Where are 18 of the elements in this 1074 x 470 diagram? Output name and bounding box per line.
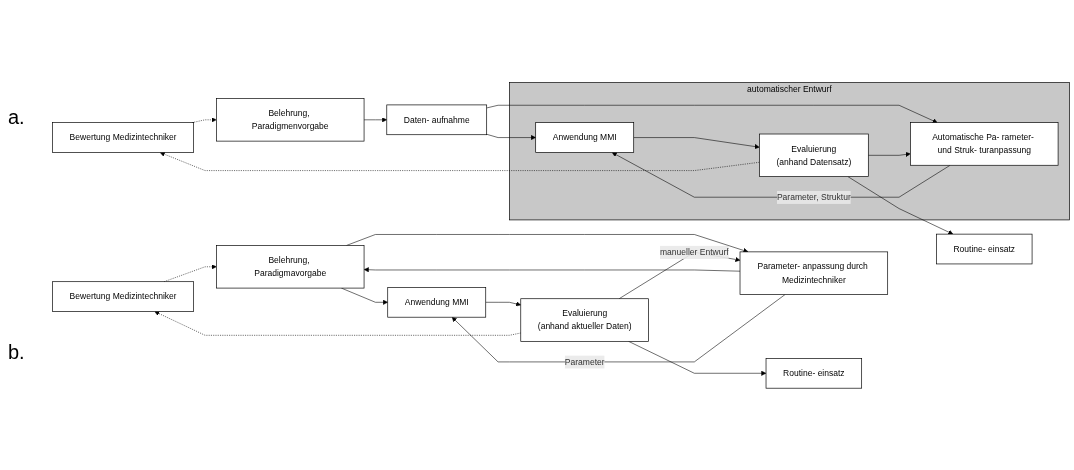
edge-label: Parameter, Struktur [776,191,851,202]
node-box: Belehrung, Paradigmavorgabe [216,244,365,289]
node-box: Automatische Pa- rameter- und Struk- turanpassung [910,121,1059,166]
node-box: Anwendung MMI [535,121,635,153]
panel-label: a. [8,106,26,129]
node-box: Evaluierung (anhand aktueller Daten) [520,298,649,342]
edge-label: Parameter [564,356,605,366]
node-box: Anwendung MMI [387,286,487,318]
node-box: Bewertung Medizintechniker [52,121,194,153]
node-box: Bewertung Medizintechniker [52,281,194,312]
node-box: Routine- einsatz [936,233,1033,264]
panel-label: b. [8,341,26,364]
node-box: Belehrung, Paradigmenvorgabe [216,97,365,142]
node-box: Evaluierung (anhand Datensatz) [759,133,869,177]
node-box: Routine- einsatz [765,357,862,389]
node-box: Parameter- anpassung durch Medizintechniker [739,251,889,295]
node-box: Daten- aufnahme [386,104,488,135]
edge-label: manueller Entwurf [659,246,729,257]
